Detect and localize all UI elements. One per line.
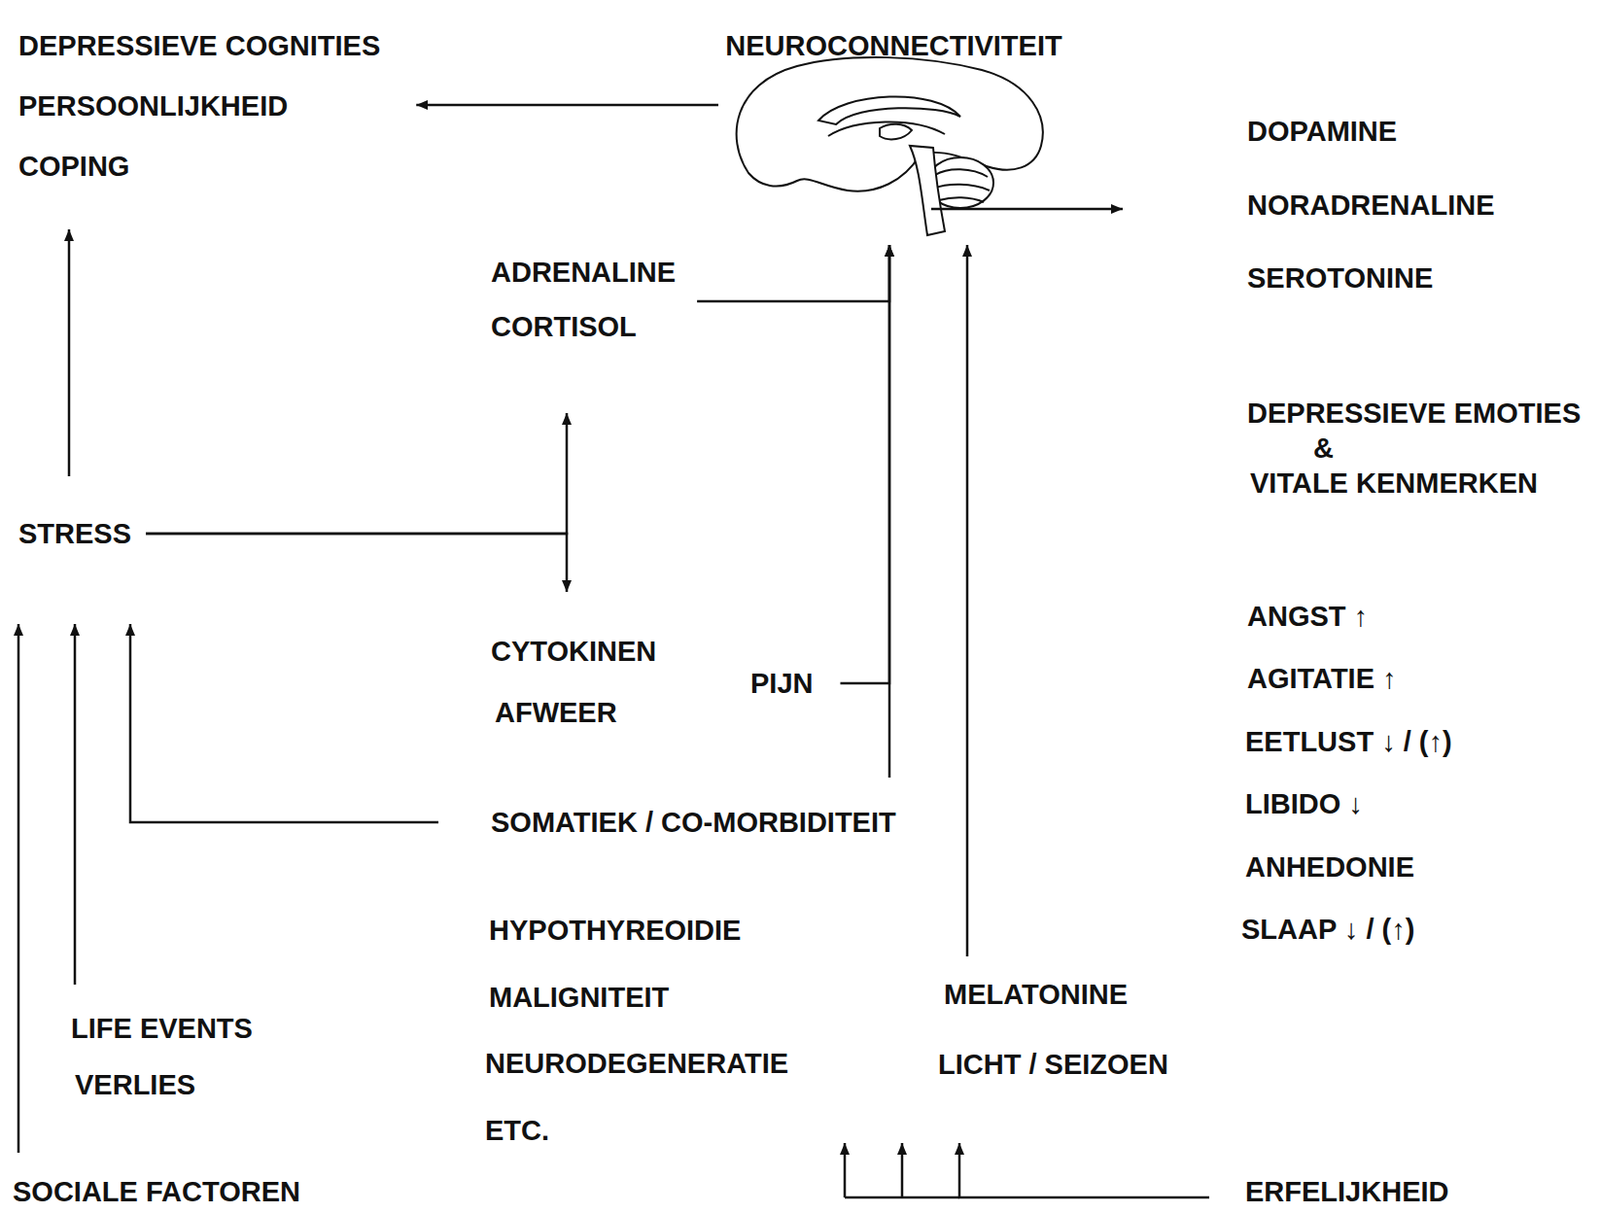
text-group: PIJN (750, 663, 840, 703)
node-label: NORADRENALINE (1247, 169, 1496, 244)
node-label: ANHEDONIE (1245, 835, 1453, 899)
arrow-connector (17, 624, 21, 1153)
node-label: VERLIES (74, 1056, 253, 1114)
arrow-connector (145, 413, 567, 534)
arrow-connector (959, 1143, 1210, 1198)
text-group: STRESS (18, 476, 146, 625)
node-label: DEPRESSIEVE COGNITIES (18, 15, 381, 76)
node-label: ANGST ↑ (1247, 585, 1453, 648)
arrow-connector (1069, 208, 1123, 211)
node-label: CORTISOL (490, 299, 676, 354)
node-label: SLAAP ↓ / (↑) (1241, 898, 1453, 961)
arrow-connector (68, 229, 71, 477)
node-label: SOCIALE FACTOREN (12, 1172, 301, 1212)
text-group: SOCIALE FACTOREN (12, 1152, 301, 1212)
text-group: DOPAMINENORADRENALINESEROTONINE (1122, 95, 1496, 316)
text-group: MELATONINELICHT / SEIZOEN (938, 956, 1169, 1144)
text-group: NEUROCONNECTIVITEIT (718, 26, 1070, 245)
arrow-connector (839, 244, 890, 684)
heredity-branches (844, 1143, 960, 1198)
node-label: COPING (18, 136, 381, 197)
node-label: STRESS (18, 514, 132, 554)
node-label: LIBIDO ↓ (1245, 772, 1453, 835)
text-group: ADRENALINECORTISOL (490, 244, 697, 414)
node-label: ETC. (485, 1097, 789, 1165)
node-label: LIFE EVENTS (70, 1000, 253, 1057)
node-label: VITALE KENMERKEN (1250, 465, 1581, 501)
node-label: DOPAMINE (1247, 95, 1496, 170)
node-label: PERSOONLIJKHEID (18, 75, 381, 137)
text-group: ERFELIJKHEID (1209, 1172, 1449, 1212)
arrow-connector (145, 533, 567, 592)
text-group: ANGST ↑AGITATIE ↑EETLUST ↓ / (↑)LIBIDO ↓… (1247, 585, 1453, 961)
node-label: PIJN (750, 663, 813, 703)
node-label: DEPRESSIEVE EMOTIES (1247, 395, 1581, 431)
arrow-connector (130, 624, 439, 823)
node-label: & (1313, 430, 1581, 466)
node-label: NEURODEGENERATIE (485, 1030, 789, 1098)
text-group: SOMATIEK / CO-MORBIDITEIT (438, 777, 897, 842)
node-label: MALIGNITEIT (488, 964, 789, 1032)
node-label: CYTOKINEN (490, 621, 657, 683)
node-label: AGITATIE ↑ (1247, 647, 1453, 710)
node-label: ADRENALINE (490, 244, 676, 300)
node-label: SEROTONINE (1247, 242, 1496, 316)
arrow-connector (966, 244, 970, 957)
arrow-connector (416, 104, 719, 107)
node-label: SOMATIEK / CO-MORBIDITEIT (490, 802, 897, 842)
node-label: NEUROCONNECTIVITEIT (718, 26, 1070, 66)
node-label: ERFELIJKHEID (1245, 1172, 1449, 1212)
arrow-connector (73, 624, 77, 985)
node-label: EETLUST ↓ / (↑) (1245, 710, 1453, 773)
node-label: HYPOTHYREOIDIE (488, 897, 789, 965)
brainstem-lead (931, 208, 1070, 211)
node-label: LICHT / SEIZOEN (938, 1029, 1169, 1100)
text-group: HYPOTHYREOIDIEMALIGNITEITNEURODEGENERATI… (485, 897, 789, 1165)
text-group: LIFE EVENTSVERLIES (70, 984, 253, 1114)
node-label: AFWEER (494, 682, 657, 744)
text-group: DEPRESSIEVE COGNITIESPERSOONLIJKHEIDCOPI… (18, 15, 417, 230)
arrow-connector (696, 244, 890, 302)
text-group: DEPRESSIEVE EMOTIES&VITALE KENMERKEN (1247, 395, 1581, 501)
text-group: CYTOKINENAFWEER (490, 591, 657, 744)
arrow-connector (888, 244, 892, 778)
node-label: MELATONINE (943, 959, 1169, 1030)
